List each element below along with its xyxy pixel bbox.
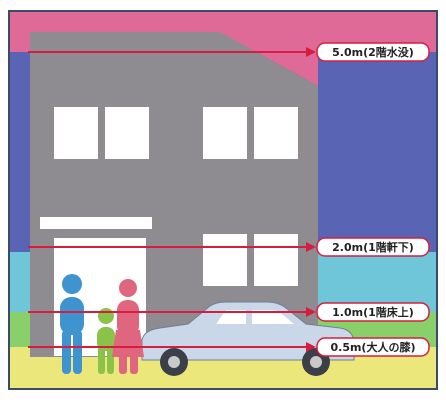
lower-window-2: [254, 234, 298, 286]
level-label: 0.5m(大人の膝): [330, 340, 415, 354]
upper-window-right-1: [203, 107, 247, 159]
lower-window-1: [203, 234, 247, 286]
level-label: 5.0m(2階水没): [332, 45, 414, 59]
level-label: 1.0m(1階床上): [332, 305, 414, 319]
flood-depth-diagram: 5.0m(2階水没) 2.0m(1階軒下) 1.0m(1階床上) 0.5m(大人の膝): [10, 12, 436, 388]
door-canopy: [40, 217, 152, 229]
upper-window-right-2: [254, 107, 298, 159]
illustration-frame: 5.0m(2階水没) 2.0m(1階軒下) 1.0m(1階床上) 0.5m(大人の膝): [8, 10, 438, 390]
upper-window-left-2: [105, 107, 149, 159]
upper-window-left-1: [54, 107, 98, 159]
level-label: 2.0m(1階軒下): [332, 240, 414, 254]
